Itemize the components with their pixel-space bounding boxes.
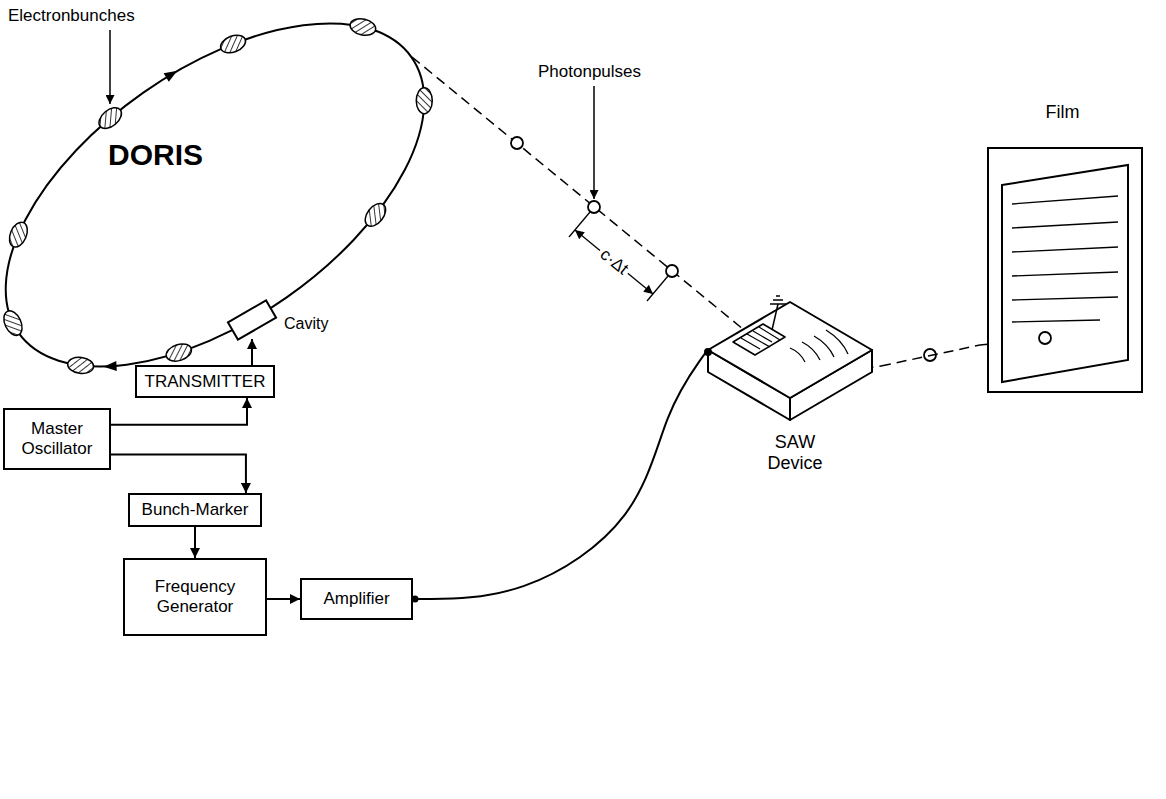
- saw-device: [773, 299, 783, 301]
- photon-beam: [412, 57, 800, 376]
- leader-arrow: [109, 30, 111, 104]
- electron-bunch: [218, 32, 248, 56]
- saw-device: [802, 342, 820, 360]
- process-box: Master Oscillator: [3, 408, 111, 470]
- film: [1039, 332, 1051, 344]
- orbit-direction-arrow: [164, 67, 180, 82]
- saw-device: [776, 295, 780, 297]
- saw-device: [747, 334, 770, 347]
- node-label: Cavity: [284, 315, 328, 333]
- film: [988, 148, 1142, 392]
- node-label: Master Oscillator: [5, 419, 109, 458]
- film-part: Film: [980, 98, 1145, 398]
- callout-label: Photonpulses: [538, 62, 641, 82]
- photon-beam: [881, 345, 980, 366]
- electron-bunch: [0, 0, 480, 436]
- signal-cable: [413, 352, 706, 599]
- electron-bunch: [416, 88, 432, 114]
- film: [1012, 297, 1118, 300]
- photon-beam: [412, 57, 1045, 376]
- node-label: Film: [980, 102, 1145, 123]
- photon-pulse: [588, 201, 600, 213]
- saw-device: [759, 327, 780, 340]
- signal-arrow: [111, 455, 246, 494]
- dimension-line: [647, 276, 668, 301]
- dimension-line: [575, 230, 653, 294]
- photon-pulse: [511, 137, 936, 361]
- saw-device: [790, 330, 848, 362]
- electron-bunch: [0, 308, 25, 338]
- film: [988, 148, 1142, 392]
- process-box: Frequency Generator: [123, 558, 267, 636]
- signal-arrow: [267, 598, 300, 600]
- film: [1012, 272, 1118, 276]
- signal-arrow: [194, 527, 196, 558]
- saw-device: [705, 296, 872, 420]
- electron-bunch: [67, 356, 95, 375]
- saw-device-part: SAW Device: [706, 292, 881, 500]
- leader-arrow: [593, 86, 595, 199]
- orbit-direction-arrow: [103, 361, 117, 372]
- ring-name: DORIS: [108, 138, 203, 173]
- saw-device: [708, 302, 872, 398]
- photon-pulse: [511, 137, 523, 149]
- saw-device: [772, 304, 778, 330]
- signal-arrow: [251, 339, 253, 365]
- cavity-box: [228, 300, 276, 339]
- saw-device: [814, 336, 834, 357]
- callout-label: Electronbunches: [8, 6, 135, 26]
- process-box: Bunch-Marker: [128, 493, 262, 527]
- electron-bunch: [361, 200, 390, 230]
- electron-bunch: [6, 220, 31, 250]
- electron-bunch: [164, 341, 194, 364]
- film: [1012, 196, 1118, 204]
- saw-device: [826, 330, 848, 354]
- node-label: Bunch-Marker: [142, 500, 249, 520]
- node-label: TRANSMITTER: [145, 372, 266, 392]
- film: [1012, 222, 1118, 228]
- storage-ring: [0, 0, 483, 440]
- film: [1012, 247, 1118, 252]
- node-label: SAW Device: [750, 432, 840, 473]
- storage-ring: [0, 0, 483, 435]
- node-label: Amplifier: [323, 589, 389, 609]
- film: [1012, 196, 1118, 322]
- process-box: Amplifier: [300, 578, 413, 620]
- cavity-part: Cavity: [227, 302, 337, 339]
- saw-device: [790, 348, 805, 362]
- film: [1012, 320, 1100, 322]
- film: [1002, 165, 1128, 382]
- node-label: Frequency Generator: [125, 577, 265, 616]
- photon-pulse: [666, 265, 678, 277]
- saw-device: [770, 303, 786, 305]
- dimension-line: [569, 212, 668, 301]
- orbit-direction-arrow: [0, 66, 299, 377]
- saw-device: [733, 324, 785, 355]
- electron-bunch: [348, 16, 377, 37]
- saw-device: [741, 327, 780, 349]
- dimension-label: c·Δt: [594, 243, 634, 281]
- process-box: TRANSMITTER: [135, 365, 275, 398]
- electron-bunch: [95, 104, 125, 133]
- signal-arrow: [111, 398, 247, 425]
